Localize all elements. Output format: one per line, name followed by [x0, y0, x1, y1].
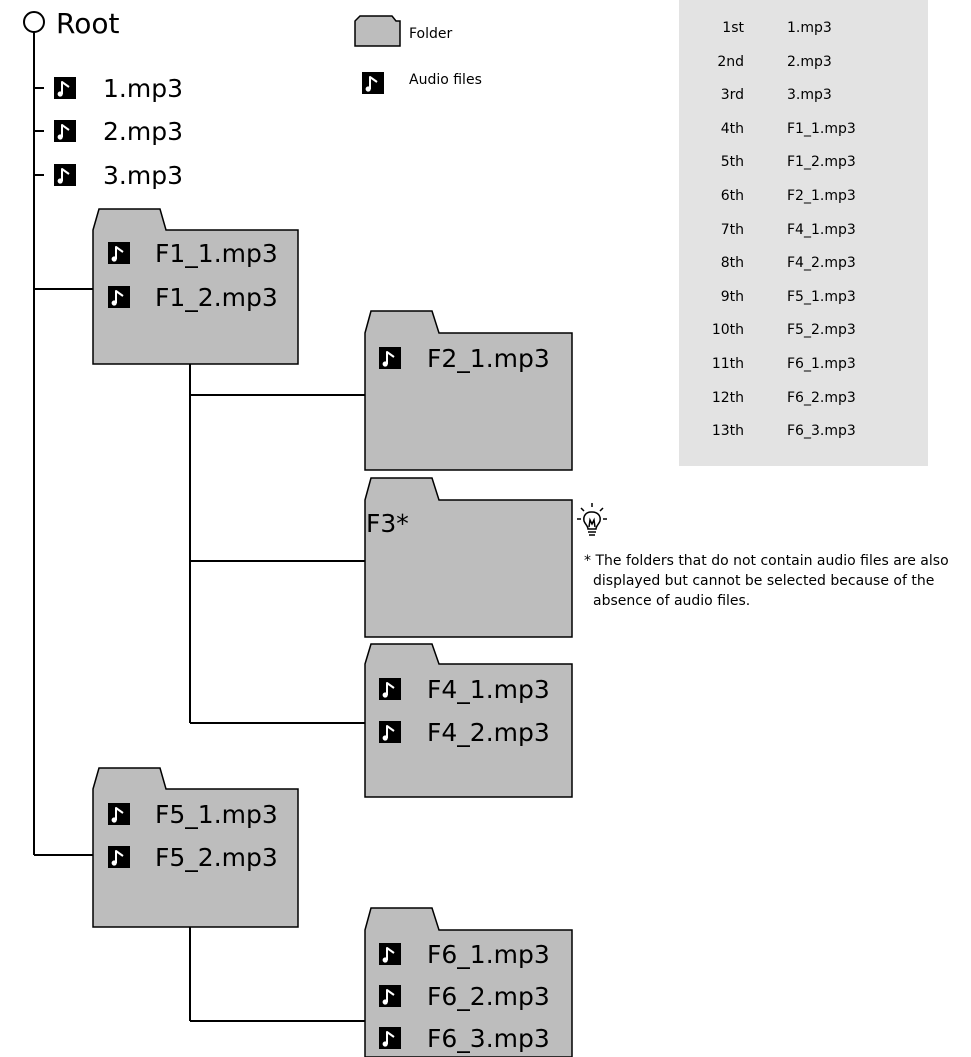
order-rank: 8th — [720, 255, 744, 272]
order-file: F5_2.mp3 — [787, 322, 856, 339]
order-file: F4_2.mp3 — [787, 255, 856, 272]
file-name: 3.mp3 — [103, 161, 183, 190]
playback-order-table: 1st 1.mp3 2nd 2.mp3 3rd 3.mp3 4th F1_1.mp3 5th F1… — [679, 0, 928, 466]
order-rank: 4th — [720, 120, 744, 137]
order-file: F6_3.mp3 — [787, 423, 856, 440]
file-name[interactable]: F1_2.mp3 — [155, 283, 278, 312]
order-file: F5_1.mp3 — [787, 288, 856, 305]
audio-file-icon — [107, 802, 131, 826]
lightbulb-icon — [577, 503, 607, 536]
folder-legend-icon — [354, 15, 401, 47]
tip-note-text: * The folders that do not contain audio … — [584, 553, 949, 609]
audio-file-icon — [107, 241, 131, 265]
legend: Folder Audio files — [354, 15, 482, 95]
folder-f1[interactable]: F1_1.mp3 F1_2.mp3 — [92, 208, 299, 365]
table-row: 2nd 2.mp3 — [679, 46, 928, 80]
table-row: 12th F6_2.mp3 — [679, 382, 928, 416]
audio-file-icon — [378, 346, 402, 370]
table-row: 6th F2_1.mp3 — [679, 180, 928, 214]
root-node[interactable]: Root — [23, 7, 119, 40]
audio-legend-icon — [361, 71, 385, 95]
order-file: F4_1.mp3 — [787, 221, 856, 238]
file-name[interactable]: F5_2.mp3 — [155, 843, 278, 872]
order-rank: 7th — [720, 221, 744, 238]
order-file: F1_2.mp3 — [787, 154, 856, 171]
order-rank: 2nd — [717, 53, 744, 70]
file-name: 2.mp3 — [103, 117, 183, 146]
audio-file-icon — [53, 163, 77, 187]
folder-icon — [92, 208, 299, 365]
order-rank: 12th — [711, 389, 744, 406]
table-row: 10th F5_2.mp3 — [679, 314, 928, 348]
file-name[interactable]: F5_1.mp3 — [155, 800, 278, 829]
table-row: 4th F1_1.mp3 — [679, 113, 928, 147]
audio-file-icon — [378, 677, 402, 701]
order-file: 2.mp3 — [787, 53, 832, 70]
root-file-3[interactable]: 3.mp3 — [53, 161, 183, 190]
order-rank: 10th — [711, 322, 744, 339]
order-file: 3.mp3 — [787, 87, 832, 104]
root-file-2[interactable]: 2.mp3 — [53, 117, 183, 146]
table-row: 5th F1_2.mp3 — [679, 146, 928, 180]
root-circle-icon — [23, 11, 45, 33]
folder-f4[interactable]: F4_1.mp3 F4_2.mp3 — [364, 643, 573, 798]
folder-label: F3* — [366, 509, 409, 538]
order-file: F1_1.mp3 — [787, 120, 856, 137]
order-file: F6_1.mp3 — [787, 356, 856, 372]
order-file: F2_1.mp3 — [787, 188, 856, 204]
file-name[interactable]: F1_1.mp3 — [155, 239, 278, 268]
table-row: 11th F6_1.mp3 — [679, 348, 928, 382]
legend-audio-label: Audio files — [409, 72, 482, 88]
folder-icon — [364, 907, 573, 1057]
order-rank: 9th — [720, 288, 744, 305]
legend-folder-label: Folder — [409, 26, 453, 42]
folder-f6[interactable]: F6_1.mp3 F6_2.mp3 F6_3.mp3 — [364, 907, 573, 1057]
table-row: 13th F6_3.mp3 — [679, 415, 928, 449]
root-label: Root — [56, 7, 119, 40]
table-row: 3rd 3.mp3 — [679, 79, 928, 113]
folder-icon — [364, 477, 573, 638]
order-rank: 3rd — [720, 87, 744, 104]
folder-f3: F3* — [364, 477, 573, 638]
order-rank: 1st — [722, 20, 744, 36]
folder-f5[interactable]: F5_1.mp3 F5_2.mp3 — [92, 767, 299, 928]
folder-icon — [364, 643, 573, 798]
order-rank: 11th — [711, 356, 744, 372]
folder-icon — [92, 767, 299, 928]
table-row: 7th F4_1.mp3 — [679, 214, 928, 248]
audio-file-icon — [378, 720, 402, 744]
audio-file-icon — [107, 845, 131, 869]
audio-file-icon — [53, 76, 77, 100]
table-row: 1st 1.mp3 — [679, 12, 928, 46]
order-rank: 6th — [720, 188, 744, 204]
folder-f2[interactable]: F2_1.mp3 — [364, 310, 573, 471]
tree-lines — [33, 32, 365, 1022]
order-rank: 5th — [720, 154, 744, 171]
audio-file-icon — [378, 1026, 402, 1050]
order-file: 1.mp3 — [787, 20, 832, 36]
order-file: F6_2.mp3 — [787, 389, 856, 406]
audio-file-icon — [378, 984, 402, 1008]
file-name[interactable]: F6_2.mp3 — [427, 982, 550, 1011]
root-file-1[interactable]: 1.mp3 — [53, 74, 183, 103]
audio-file-icon — [107, 285, 131, 309]
file-name[interactable]: F6_3.mp3 — [427, 1024, 550, 1053]
file-name: 1.mp3 — [103, 74, 183, 103]
order-rank: 13th — [711, 423, 744, 440]
folder-icon — [364, 310, 573, 471]
table-row: 8th F4_2.mp3 — [679, 247, 928, 281]
audio-file-icon — [378, 942, 402, 966]
file-name[interactable]: F6_1.mp3 — [427, 940, 550, 969]
file-name[interactable]: F2_1.mp3 — [427, 344, 550, 373]
file-name[interactable]: F4_2.mp3 — [427, 718, 550, 747]
table-row: 9th F5_1.mp3 — [679, 281, 928, 315]
audio-file-icon — [53, 119, 77, 143]
file-name[interactable]: F4_1.mp3 — [427, 675, 550, 704]
